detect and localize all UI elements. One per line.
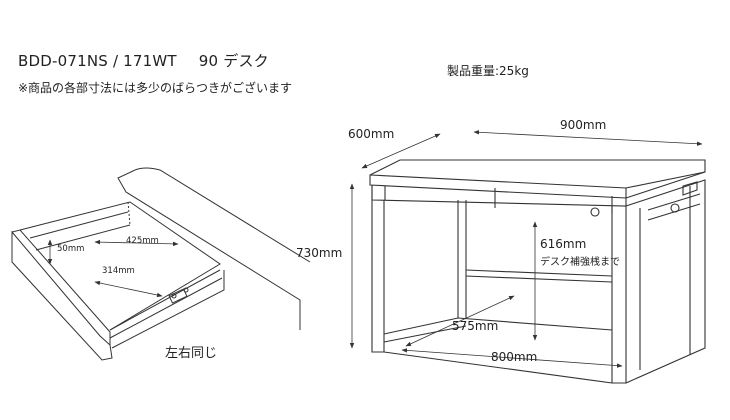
drawer-depth-label: 425mm <box>126 236 159 246</box>
desk-dimension-lines <box>349 130 703 368</box>
inner-depth-label: 575mm <box>452 319 499 333</box>
product-name: 90 デスク <box>198 52 269 70</box>
inner-width-arrow <box>401 348 623 368</box>
drawer-depth-arrow <box>94 239 179 247</box>
inner-depth-arrow <box>405 295 515 347</box>
desk-width-label: 900mm <box>560 118 607 132</box>
product-weight: 製品重量:25kg <box>447 64 529 78</box>
drawer-height-label: 50mm <box>57 244 85 254</box>
desk-width-arrow <box>473 130 703 146</box>
model-title: BDD-071NS / 171WT 90 デスク <box>18 50 269 71</box>
knee-height-label: 616mm <box>540 237 587 251</box>
desk-height-label: 730mm <box>296 246 343 260</box>
drawer-detail-drawing <box>11 167 311 361</box>
dimension-variance-note: ※商品の各部寸法には多少のばらつきがございます <box>18 81 293 95</box>
drawer-width-label: 314mm <box>102 266 135 276</box>
inner-width-label: 800mm <box>491 350 538 364</box>
drawer-dimension-lines <box>47 239 179 298</box>
model-number: BDD-071NS / 171WT <box>18 52 177 70</box>
desk-depth-label: 600mm <box>348 127 395 141</box>
desk-drawing <box>369 159 706 384</box>
desk-depth-arrow <box>361 133 441 169</box>
knee-height-note: デスク補強桟まで <box>540 257 620 268</box>
drawer-same-both-sides-caption: 左右同じ <box>165 346 218 361</box>
drawer-width-arrow <box>94 280 163 298</box>
